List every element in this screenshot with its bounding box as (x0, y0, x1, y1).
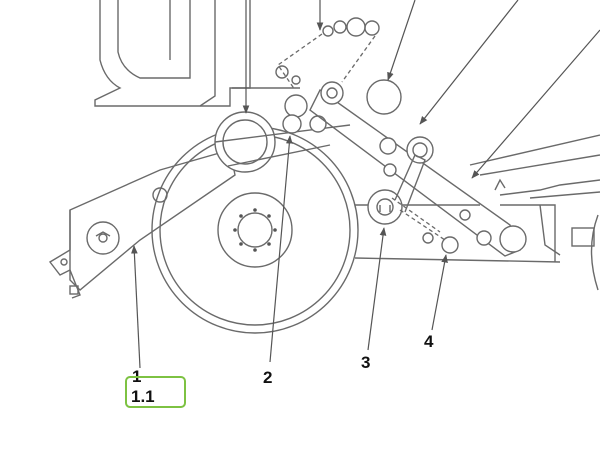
callout-2: 2 (263, 368, 272, 387)
right-arm (309, 81, 527, 257)
frame (354, 134, 600, 291)
wheel-hub-bolts (233, 208, 277, 252)
lower-pulley (367, 154, 459, 254)
upper-housing (94, 0, 300, 107)
upper-pulley-group (214, 79, 402, 173)
callout-1-1: 1.1 (131, 387, 155, 406)
callout-3: 3 (361, 353, 370, 372)
callout-4: 4 (424, 332, 434, 351)
top-pointer-arrows (242, 0, 600, 179)
callout-leaders (131, 135, 448, 369)
callout-1-1-highlight (125, 376, 186, 408)
left-arm (48, 149, 236, 299)
drive-chains (275, 17, 446, 241)
